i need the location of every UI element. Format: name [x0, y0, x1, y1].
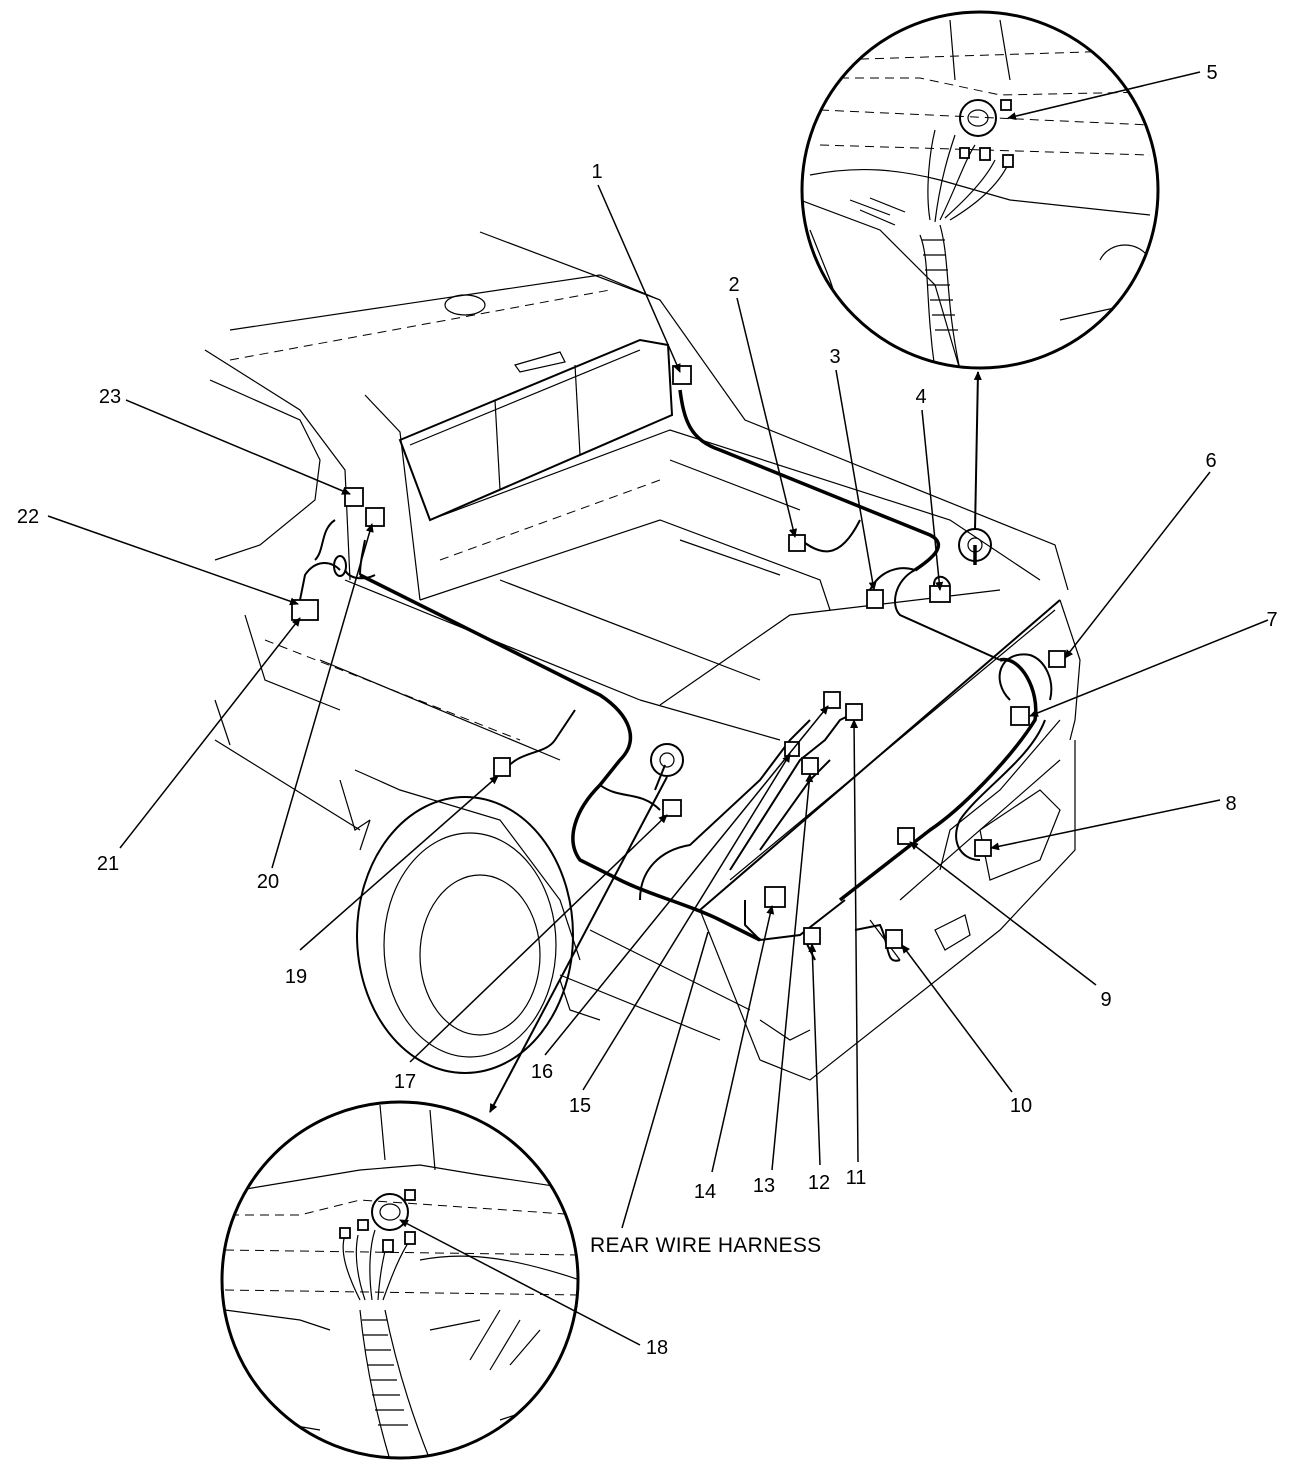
connector-3	[866, 589, 884, 609]
connector-7	[1010, 706, 1030, 726]
connector-8	[974, 839, 992, 857]
callout-11: 11	[846, 1167, 867, 1189]
callout-22: 22	[17, 506, 39, 528]
connector-11	[845, 703, 863, 721]
callout-1: 1	[591, 161, 602, 183]
callout-17: 17	[394, 1071, 416, 1093]
grommet-lower	[650, 743, 684, 777]
connector-6	[1048, 650, 1066, 668]
connectors	[291, 365, 1066, 949]
wire-harness	[299, 389, 1053, 962]
callout-13: 13	[753, 1175, 775, 1197]
connector-16	[823, 691, 841, 709]
callout-3: 3	[829, 346, 840, 368]
connector-12	[803, 927, 821, 945]
callout-4: 4	[915, 386, 926, 408]
callout-7: 7	[1266, 609, 1277, 631]
callout-23: 23	[99, 386, 121, 408]
detail-view-lower-ground	[220, 1100, 580, 1460]
leader-lines	[47, 71, 1269, 1346]
callout-2: 2	[728, 274, 739, 296]
connector-1	[672, 365, 692, 385]
callout-9: 9	[1100, 989, 1111, 1011]
callout-19: 19	[285, 966, 307, 988]
callout-16: 16	[531, 1061, 553, 1083]
callout-20: 20	[257, 871, 279, 893]
connector-9	[897, 827, 915, 845]
callout-5: 5	[1206, 62, 1217, 84]
callout-8: 8	[1225, 793, 1236, 815]
callout-6: 6	[1205, 450, 1216, 472]
callout-12: 12	[808, 1172, 830, 1194]
connector-23	[344, 487, 364, 507]
callout-18: 18	[646, 1337, 668, 1359]
callout-21: 21	[97, 853, 119, 875]
connector-20	[365, 507, 385, 527]
callout-15: 15	[569, 1095, 591, 1117]
connector-19	[493, 757, 511, 777]
connector-17	[662, 799, 682, 817]
connector-10	[885, 929, 903, 949]
detail-view-upper-ground	[800, 10, 1160, 370]
callout-10: 10	[1010, 1095, 1032, 1117]
connector-14	[764, 886, 786, 908]
detail-arrows	[489, 371, 982, 1113]
callout-numbers: 1 2 3 4 5 6 7 8 9 10 11 12 13 14 15 16 1…	[17, 62, 1278, 1359]
harness-label: REAR WIRE HARNESS	[590, 1234, 821, 1257]
connector-2	[788, 534, 806, 552]
connector-13	[801, 757, 819, 775]
callout-14: 14	[694, 1181, 716, 1203]
